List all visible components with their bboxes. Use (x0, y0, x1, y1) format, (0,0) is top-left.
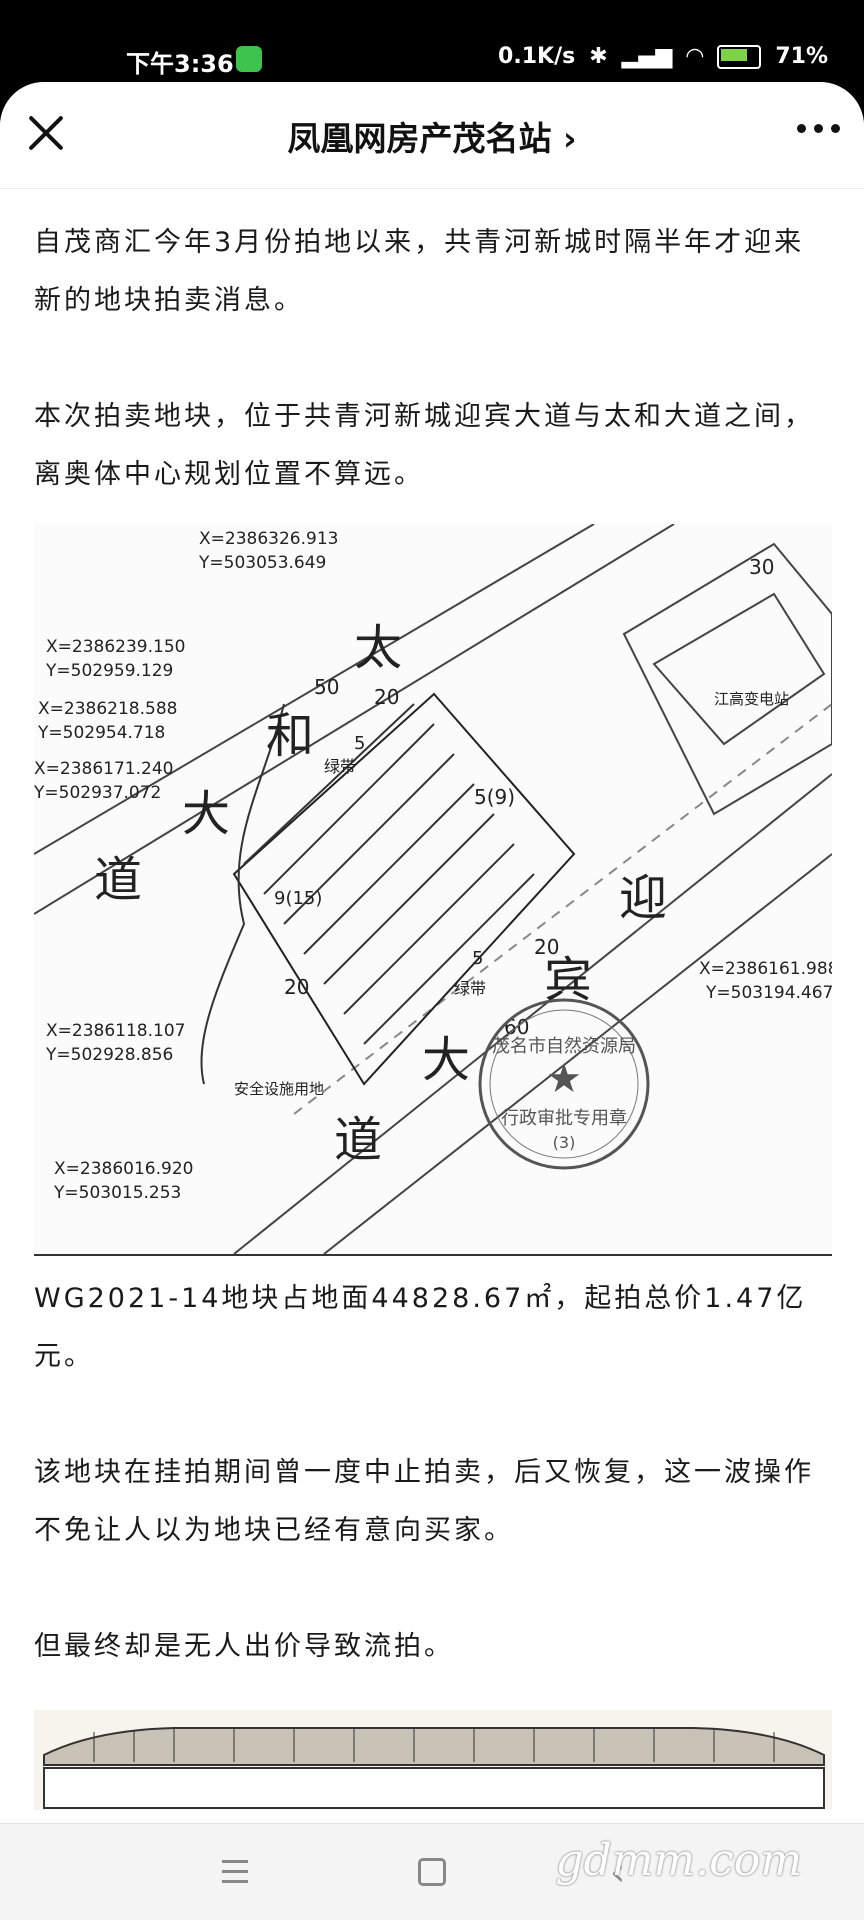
road-char: 道 (334, 1112, 382, 1168)
dimension-label: 50 (314, 675, 339, 699)
safety-land-label: 安全设施用地 (234, 1080, 324, 1098)
dimension-label: 5 (472, 948, 483, 969)
coord-label: Y=502928.856 (45, 1045, 173, 1065)
system-nav-bar: ‹ (0, 1823, 864, 1920)
coord-label: X=2386118.107 (46, 1021, 185, 1041)
land-plot-map-image: X=2386326.913 Y=503053.649 X=2386239.150… (33, 523, 838, 1256)
dimension-label: 30 (749, 555, 774, 579)
back-icon[interactable]: ‹ (610, 1850, 626, 1894)
coord-label: Y=502959.129 (45, 661, 173, 681)
home-icon[interactable] (418, 1858, 446, 1886)
coord-label: X=2386218.588 (38, 699, 177, 719)
article-sheet: 凤凰网房产茂名站 › 自茂商汇今年3月份拍地以来，共青河新城时隔半年才迎来新的地… (0, 82, 864, 1920)
road-char: 太 (354, 620, 402, 676)
coord-label: Y=503015.253 (53, 1183, 181, 1203)
more-options-icon[interactable] (797, 124, 840, 133)
article-content: 自茂商汇今年3月份拍地以来，共青河新城时隔半年才迎来新的地块拍卖消息。 本次拍卖… (33, 214, 838, 1814)
coord-label: X=2386326.913 (199, 529, 338, 549)
status-bar: 下午3:36 0.1K/s ✱ ▂▄▆ ◠ 71% (0, 0, 864, 82)
official-seal: 茂名市自然资源局 ★ 行政审批专用章 (3) (478, 998, 650, 1170)
dimension-label: 5 (354, 733, 365, 754)
dimension-label: 20 (534, 935, 559, 959)
svg-text:行政审批专用章: 行政审批专用章 (501, 1108, 627, 1129)
paragraph-3: WG2021-14地块占地面44828.67㎡，起拍总价1.47亿元。 (34, 1283, 807, 1372)
app-notification-icon (236, 46, 262, 72)
road-char: 大 (182, 786, 230, 842)
road-char: 和 (266, 708, 314, 764)
coord-label: X=2386171.240 (34, 759, 173, 779)
coord-label: X=2386016.920 (54, 1159, 193, 1179)
paragraph-5: 但最终却是无人出价导致流拍。 (34, 1631, 454, 1662)
dimension-label: 9(15) (274, 888, 322, 909)
dimension-label: 20 (284, 975, 309, 999)
road-char: 大 (422, 1032, 470, 1088)
page-title[interactable]: 凤凰网房产茂名站 › (287, 119, 577, 158)
road-char: 道 (94, 852, 142, 908)
decorative-roof-image (34, 1710, 832, 1810)
coord-label: X=2386239.150 (46, 637, 185, 657)
status-icons: 0.1K/s ✱ ▂▄▆ ◠ 71% (498, 44, 828, 69)
coord-label: X=2386161.988 (699, 959, 832, 979)
coord-label: Y=502937.072 (34, 783, 161, 803)
coord-label: Y=503194.467 (705, 983, 832, 1003)
battery-level: 71% (775, 44, 828, 69)
coord-label: Y=502954.718 (37, 723, 165, 743)
recent-apps-icon[interactable] (222, 1860, 248, 1890)
paragraph-1: 自茂商汇今年3月份拍地以来，共青河新城时隔半年才迎来新的地块拍卖消息。 (34, 227, 805, 316)
greenbelt-label: 绿带 (324, 757, 356, 776)
substation-label: 江高变电站 (714, 690, 789, 708)
signal-icon: ▂▄▆ (621, 44, 673, 69)
top-bar: 凤凰网房产茂名站 › (0, 82, 864, 189)
chevron-right-icon: › (562, 119, 577, 158)
watermark: gdmm.com (555, 1835, 802, 1886)
network-speed: 0.1K/s (498, 44, 576, 69)
svg-text:茂名市自然资源局: 茂名市自然资源局 (492, 1036, 636, 1057)
bluetooth-icon: ✱ (589, 44, 608, 69)
coord-label: Y=503053.649 (198, 553, 326, 573)
road-char: 迎 (619, 870, 667, 926)
paragraph-2: 本次拍卖地块，位于共青河新城迎宾大道与太和大道之间，离奥体中心规划位置不算远。 (34, 401, 814, 490)
svg-text:(3): (3) (553, 1133, 576, 1152)
dimension-label: 20 (374, 685, 399, 709)
svg-text:★: ★ (546, 1056, 582, 1102)
status-time: 下午3:36 (126, 50, 234, 78)
dimension-label: 5(9) (474, 785, 515, 809)
battery-icon (717, 44, 762, 69)
wifi-icon: ◠ (686, 44, 704, 69)
greenbelt-label: 绿带 (454, 979, 486, 998)
paragraph-4: 该地块在挂拍期间曾一度中止拍卖，后又恢复，这一波操作不免让人以为地块已经有意向买… (34, 1457, 814, 1546)
